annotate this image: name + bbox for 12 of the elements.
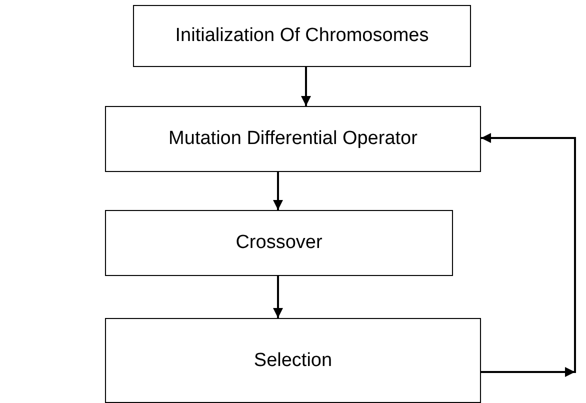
process-box bbox=[105, 318, 481, 403]
arrow bbox=[481, 133, 576, 377]
box-label: Initialization Of Chromosomes bbox=[175, 25, 429, 47]
process-box bbox=[105, 106, 481, 172]
arrow bbox=[273, 172, 283, 210]
arrow bbox=[301, 67, 311, 106]
box-label: Selection bbox=[254, 350, 332, 372]
process-box bbox=[105, 210, 453, 276]
box-label: Mutation Differential Operator bbox=[168, 128, 418, 150]
arrow bbox=[273, 276, 283, 318]
process-box bbox=[133, 5, 471, 67]
box-label: Crossover bbox=[236, 232, 322, 254]
